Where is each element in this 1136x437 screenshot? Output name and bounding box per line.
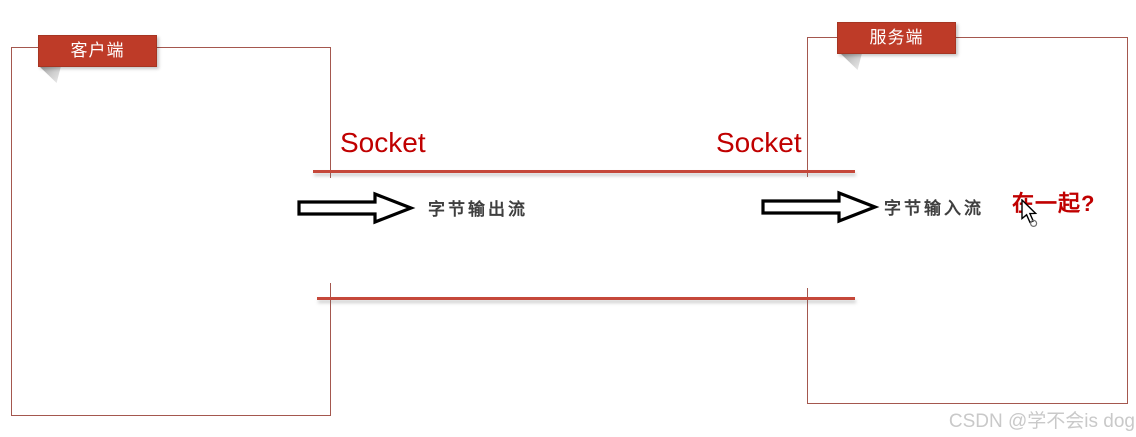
watermark: CSDN @学不会is dog [948,411,1135,432]
socket-label-server: Socket [716,127,802,158]
mouse-cursor-icon [1021,199,1038,227]
client-label-tail-icon [39,66,61,83]
client-label: 客户端 [38,35,157,67]
server-box-border-left-lower [807,288,808,403]
socket-line-bottom [317,297,855,300]
server-label-tail-icon [840,53,862,70]
output-stream-label: 字节输出流 [428,200,528,219]
server-box-border-top [807,37,1128,38]
socket-label-client: Socket [340,127,426,158]
output-stream-arrow-icon [297,191,416,225]
socket-line-top [313,170,855,173]
client-box-border-bottom [11,415,331,416]
input-stream-arrow-icon [761,190,880,224]
client-box-border-right-upper [330,47,331,178]
client-box-border-top [11,47,331,48]
client-box-border-left [11,47,12,415]
server-box-border-left-upper [807,37,808,177]
server-box-border-bottom [807,403,1128,404]
input-stream-label: 字节输入流 [884,199,984,218]
server-label: 服务端 [837,22,956,54]
server-box-border-right [1127,37,1128,404]
client-box-border-right-lower [330,283,331,415]
